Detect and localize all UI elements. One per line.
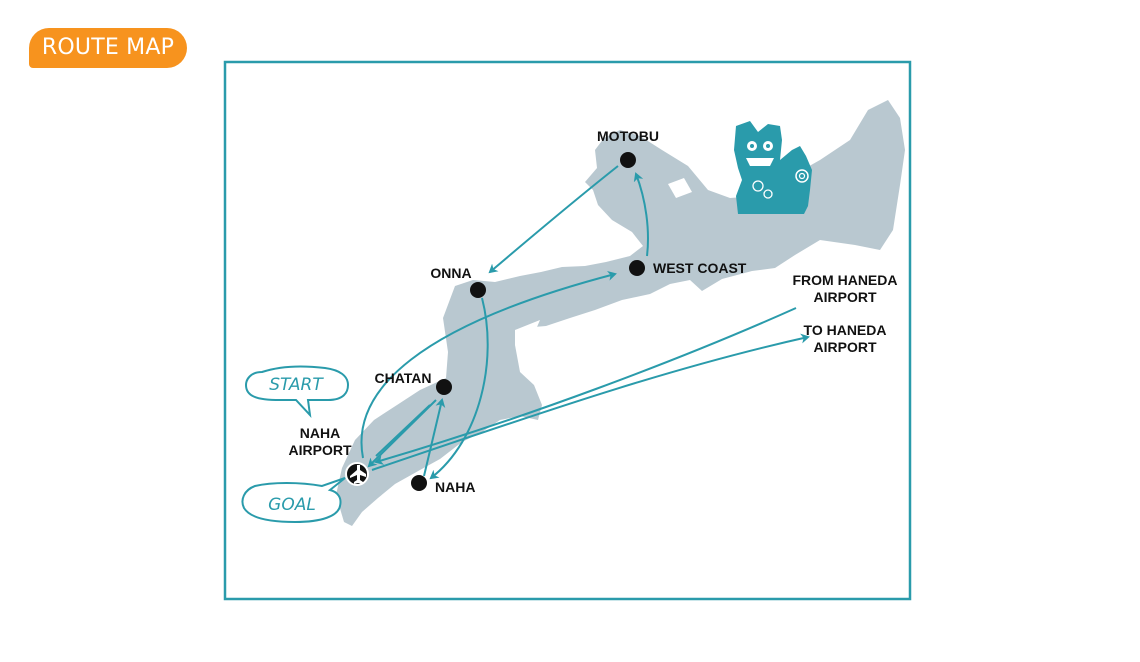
route-to-haneda — [371, 333, 810, 471]
route-onna-to-naha — [429, 297, 489, 480]
to-haneda-label-line2: AIRPORT — [814, 339, 877, 355]
chatan-label: CHATAN — [374, 370, 431, 386]
from-haneda-label-line2: AIRPORT — [814, 289, 877, 305]
onna-pin — [470, 282, 486, 298]
naha-pin — [411, 475, 427, 491]
inlet-shape — [668, 178, 692, 198]
from-haneda-label-line1: FROM HANEDA — [793, 272, 898, 288]
route-airport-to-westcoast — [360, 270, 617, 459]
motobu-label: MOTOBU — [597, 128, 659, 144]
motobu-pin — [620, 152, 636, 168]
goal-callout: GOAL — [241, 477, 346, 524]
route-naha-to-chatan — [423, 398, 446, 477]
route-airport-to-chatan — [375, 404, 431, 457]
to-haneda-label-line1: TO HANEDA — [804, 322, 887, 338]
route-westcoast-to-motobu — [633, 172, 649, 257]
chatan-pin — [436, 379, 452, 395]
start-callout-text: START — [269, 375, 324, 395]
naha-airport-label-line1: NAHA — [300, 425, 340, 441]
route-lines — [360, 165, 810, 480]
west-coast-pin — [629, 260, 645, 276]
naha-label: NAHA — [435, 479, 475, 495]
west-coast-label: WEST COAST — [653, 260, 747, 276]
goal-callout-text: GOAL — [268, 495, 316, 515]
shisa-lion-icon — [734, 121, 812, 214]
route-from-haneda — [374, 307, 797, 465]
onna-label: ONNA — [430, 265, 471, 281]
naha-airport-label-line2: AIRPORT — [289, 442, 352, 458]
start-callout: START — [244, 365, 350, 418]
airplane-icon — [345, 462, 369, 486]
bay-shape — [515, 320, 540, 355]
route-motobu-to-onna — [488, 165, 619, 274]
route-map-badge: ROUTE MAP — [29, 28, 187, 68]
